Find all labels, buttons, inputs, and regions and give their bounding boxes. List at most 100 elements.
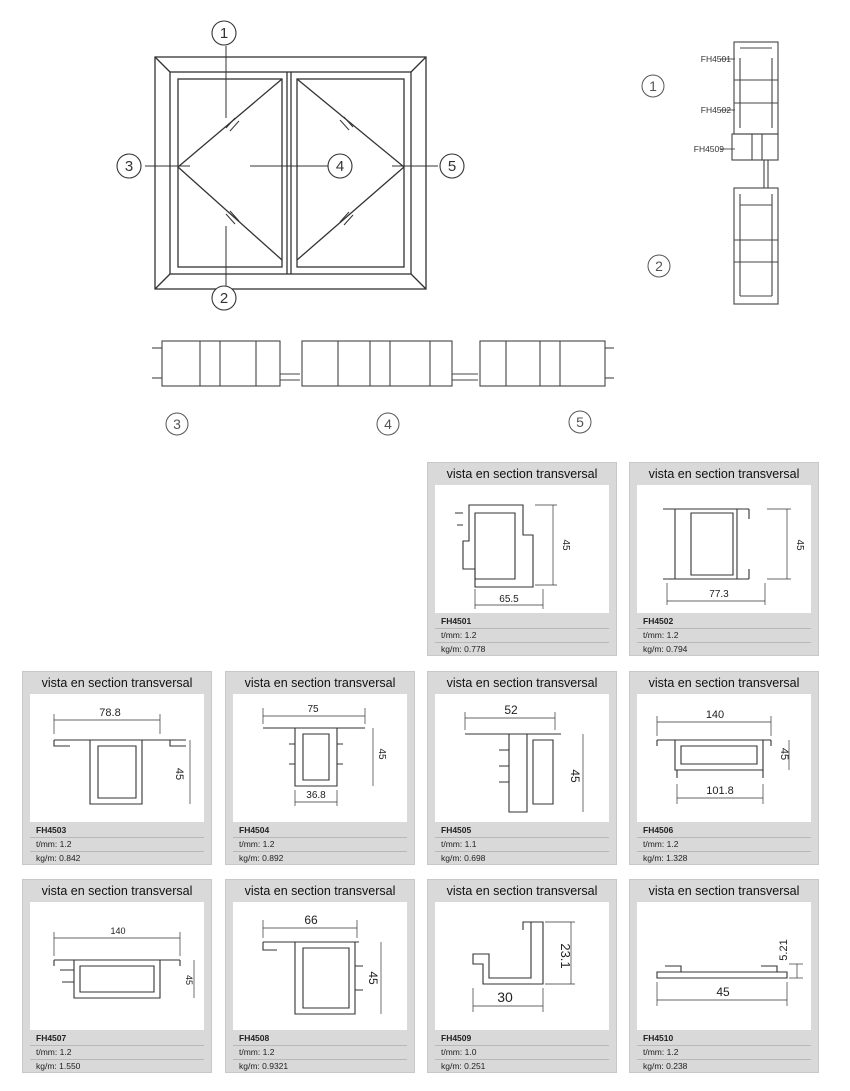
profile-thickness: t/mm: 1.2 [233, 1046, 407, 1060]
vertical-marker-2-circle [647, 254, 671, 278]
profile-drawing: 78.8 45 [30, 694, 204, 822]
card-title: vista en section transversal [648, 467, 800, 481]
card-title: vista en section transversal [244, 884, 396, 898]
card-title: vista en section transversal [648, 676, 800, 690]
dim-width: 52 [504, 703, 518, 717]
profile-card-fh4508: vista en section transversal 66 45 FH450… [225, 879, 415, 1073]
dim-width: 75 [307, 704, 319, 715]
horizontal-marker-4-circle [376, 412, 400, 436]
profile-weight: kg/m: 0.778 [441, 644, 486, 654]
marker-4-circle [327, 153, 353, 179]
profile-thickness: t/mm: 1.0 [435, 1046, 609, 1060]
window-elevation-diagram: 1 2 3 4 5 FH4501 FH4502 FH4509 [116, 20, 779, 436]
dim-width: 45 [716, 985, 730, 999]
profile-info: FH4503 t/mm: 1.2 kg/m: 0.842 [30, 824, 204, 865]
horizontal-marker-5-circle [568, 410, 592, 434]
profile-code: FH4502 [637, 615, 811, 629]
profile-code: FH4504 [233, 824, 407, 838]
profile-info: FH4501 t/mm: 1.2 kg/m: 0.778 [435, 615, 609, 656]
dim-inner: 36.8 [306, 790, 326, 801]
card-title: vista en section transversal [446, 676, 598, 690]
profile-weight: kg/m: 0.238 [643, 1061, 688, 1071]
profile-drawing: 65.5 45 [435, 485, 609, 613]
profile-code: FH4508 [233, 1032, 407, 1046]
profile-thickness: t/mm: 1.2 [30, 838, 204, 852]
card-title: vista en section transversal [41, 884, 193, 898]
profile-drawing: 75 45 36.8 [233, 694, 407, 822]
profile-info: FH4505 t/mm: 1.1 kg/m: 0.698 [435, 824, 609, 865]
profile-drawing: 140 45 [30, 902, 204, 1030]
dim-width: 140 [110, 926, 125, 936]
profile-weight: kg/m: 0.9321 [239, 1061, 289, 1071]
dim-height: 45 [778, 748, 790, 760]
profile-info: FH4508 t/mm: 1.2 kg/m: 0.9321 [233, 1032, 407, 1073]
dim-height: 45 [568, 769, 582, 783]
card-title: vista en section transversal [446, 884, 598, 898]
profile-weight: kg/m: 0.892 [239, 853, 284, 863]
profile-info: FH4509 t/mm: 1.0 kg/m: 0.251 [435, 1032, 609, 1073]
marker-1-circle [211, 20, 237, 46]
profile-card-fh4510: vista en section transversal 45 5.21 FH4… [629, 879, 819, 1073]
vertical-marker-2: 2 [655, 258, 663, 274]
dim-height: 45 [560, 539, 571, 551]
dim-width: 66 [304, 913, 318, 927]
profile-thickness: t/mm: 1.1 [435, 838, 609, 852]
profile-code: FH4505 [435, 824, 609, 838]
profile-info: FH4502 t/mm: 1.2 kg/m: 0.794 [637, 615, 811, 656]
profile-card-fh4501: vista en section transversal 65.5 45 FH4… [427, 462, 617, 656]
marker-5: 5 [448, 158, 456, 175]
profile-weight: kg/m: 0.842 [36, 853, 81, 863]
horizontal-marker-3-circle [165, 412, 189, 436]
dim-height: 5.21 [778, 939, 790, 960]
profile-weight: kg/m: 0.251 [441, 1061, 486, 1071]
profile-drawing: 140 45 101.8 [637, 694, 811, 822]
dim-height: 45 [376, 748, 387, 760]
marker-2: 2 [220, 290, 228, 307]
profile-code: FH4506 [637, 824, 811, 838]
profile-code: FH4507 [30, 1032, 204, 1046]
marker-3-circle [116, 153, 142, 179]
profile-thickness: t/mm: 1.2 [233, 838, 407, 852]
profile-weight: kg/m: 0.794 [643, 644, 688, 654]
dim-inner: 101.8 [706, 785, 734, 797]
dim-height: 45 [794, 539, 805, 551]
profile-drawing: 66 45 [233, 902, 407, 1030]
dim-width: 77.3 [709, 589, 729, 600]
profile-thickness: t/mm: 1.2 [637, 629, 811, 643]
profile-card-fh4504: vista en section transversal 75 45 36.8 … [225, 671, 415, 865]
card-title: vista en section transversal [446, 467, 598, 481]
profile-card-fh4506: vista en section transversal 140 45 101.… [629, 671, 819, 865]
profile-thickness: t/mm: 1.2 [637, 1046, 811, 1060]
profile-weight: kg/m: 1.550 [36, 1061, 81, 1071]
profile-card-fh4509: vista en section transversal 30 23.1 FH4… [427, 879, 617, 1073]
vertical-marker-1: 1 [649, 78, 657, 94]
profile-weight: kg/m: 1.328 [643, 853, 688, 863]
profile-drawing: 77.3 45 [637, 485, 811, 613]
marker-2-circle [211, 285, 237, 311]
card-title: vista en section transversal [244, 676, 396, 690]
profile-drawing: 52 45 [435, 694, 609, 822]
profile-card-fh4505: vista en section transversal 52 45 FH450… [427, 671, 617, 865]
horizontal-section-drawing [152, 340, 614, 387]
profile-card-fh4503: vista en section transversal 78.8 45 FH4… [22, 671, 212, 865]
profile-info: FH4510 t/mm: 1.2 kg/m: 0.238 [637, 1032, 811, 1073]
profile-card-fh4502: vista en section transversal 77.3 45 FH4… [629, 462, 819, 656]
dim-height: 23.1 [558, 943, 573, 968]
vertical-label-fh4502: FH4502 [701, 105, 732, 115]
profile-info: FH4507 t/mm: 1.2 kg/m: 1.550 [30, 1032, 204, 1073]
profile-drawing: 30 23.1 [435, 902, 609, 1030]
card-title: vista en section transversal [648, 884, 800, 898]
vertical-section-drawing [731, 41, 779, 305]
profile-thickness: t/mm: 1.2 [637, 838, 811, 852]
marker-4: 4 [336, 158, 344, 175]
vertical-label-fh4501: FH4501 [701, 54, 732, 64]
marker-5-circle [439, 153, 465, 179]
dim-width: 140 [706, 709, 724, 721]
marker-3: 3 [125, 158, 133, 175]
profile-drawing: 45 5.21 [637, 902, 811, 1030]
dim-height: 45 [184, 975, 194, 985]
horizontal-marker-3: 3 [173, 416, 181, 432]
dim-height: 45 [366, 971, 380, 985]
card-title: vista en section transversal [41, 676, 193, 690]
profile-code: FH4509 [435, 1032, 609, 1046]
